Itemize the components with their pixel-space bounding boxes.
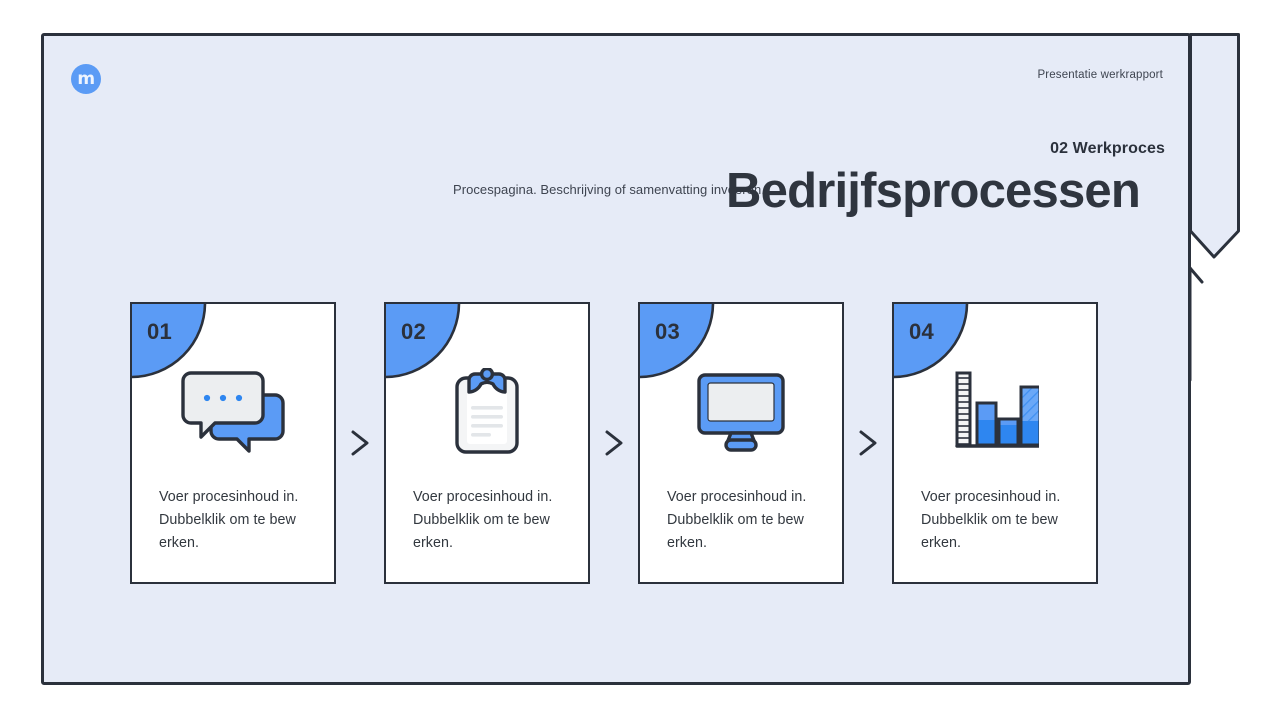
card-body-text-2: Voer procesinhoud in. Dubbelklik om te b…	[413, 489, 553, 552]
main-panel: m Presentatie werkrapport 02 Werkproces …	[41, 33, 1191, 685]
process-card-row: 01	[44, 298, 1188, 588]
chat-bubbles-icon	[132, 366, 334, 458]
bar-chart-icon	[894, 366, 1096, 458]
card-number-2: 02	[401, 319, 427, 344]
connector-arrow-2	[590, 298, 638, 588]
process-card-3[interactable]: 03 Voer procesinhoud in. Dubbelklik om t…	[638, 302, 844, 584]
presentation-eyebrow: Presentatie werkrapport	[1037, 69, 1163, 81]
monitor-icon	[640, 366, 842, 458]
circle-m-logo: m	[71, 64, 101, 94]
card-corner-badge-3: 03	[640, 304, 715, 379]
card-corner-badge-1: 01	[132, 304, 207, 379]
card-body-text-4: Voer procesinhoud in. Dubbelklik om te b…	[921, 489, 1061, 552]
slide-subtitle: Procespagina. Beschrijving of samenvatti…	[453, 182, 765, 197]
logo-letter: m	[77, 68, 95, 89]
card-number-4: 04	[909, 319, 935, 344]
card-slot-2: 02	[384, 298, 590, 588]
card-corner-badge-4: 04	[894, 304, 969, 379]
card-slot-3: 03 Voer procesinhoud in. Dubbelklik om t…	[638, 298, 844, 588]
process-card-4[interactable]: 04	[892, 302, 1098, 584]
bookmark-ribbon-shape	[1189, 33, 1240, 259]
page-title: Bedrijfsprocessen	[726, 164, 1141, 218]
process-card-2[interactable]: 02	[384, 302, 590, 584]
clipboard-icon	[386, 366, 588, 458]
card-slot-4: 04	[892, 298, 1098, 588]
card-number-3: 03	[655, 319, 681, 344]
process-card-1[interactable]: 01	[130, 302, 336, 584]
connector-arrow-1	[336, 298, 384, 588]
section-kicker: 02 Werkproces	[1050, 140, 1165, 157]
card-body-text-3: Voer procesinhoud in. Dubbelklik om te b…	[667, 489, 807, 552]
card-corner-badge-2: 02	[386, 304, 461, 379]
card-slot-1: 01	[130, 298, 336, 588]
card-body-text-1: Voer procesinhoud in. Dubbelklik om te b…	[159, 489, 299, 552]
card-number-1: 01	[147, 319, 173, 344]
connector-arrow-3	[844, 298, 892, 588]
